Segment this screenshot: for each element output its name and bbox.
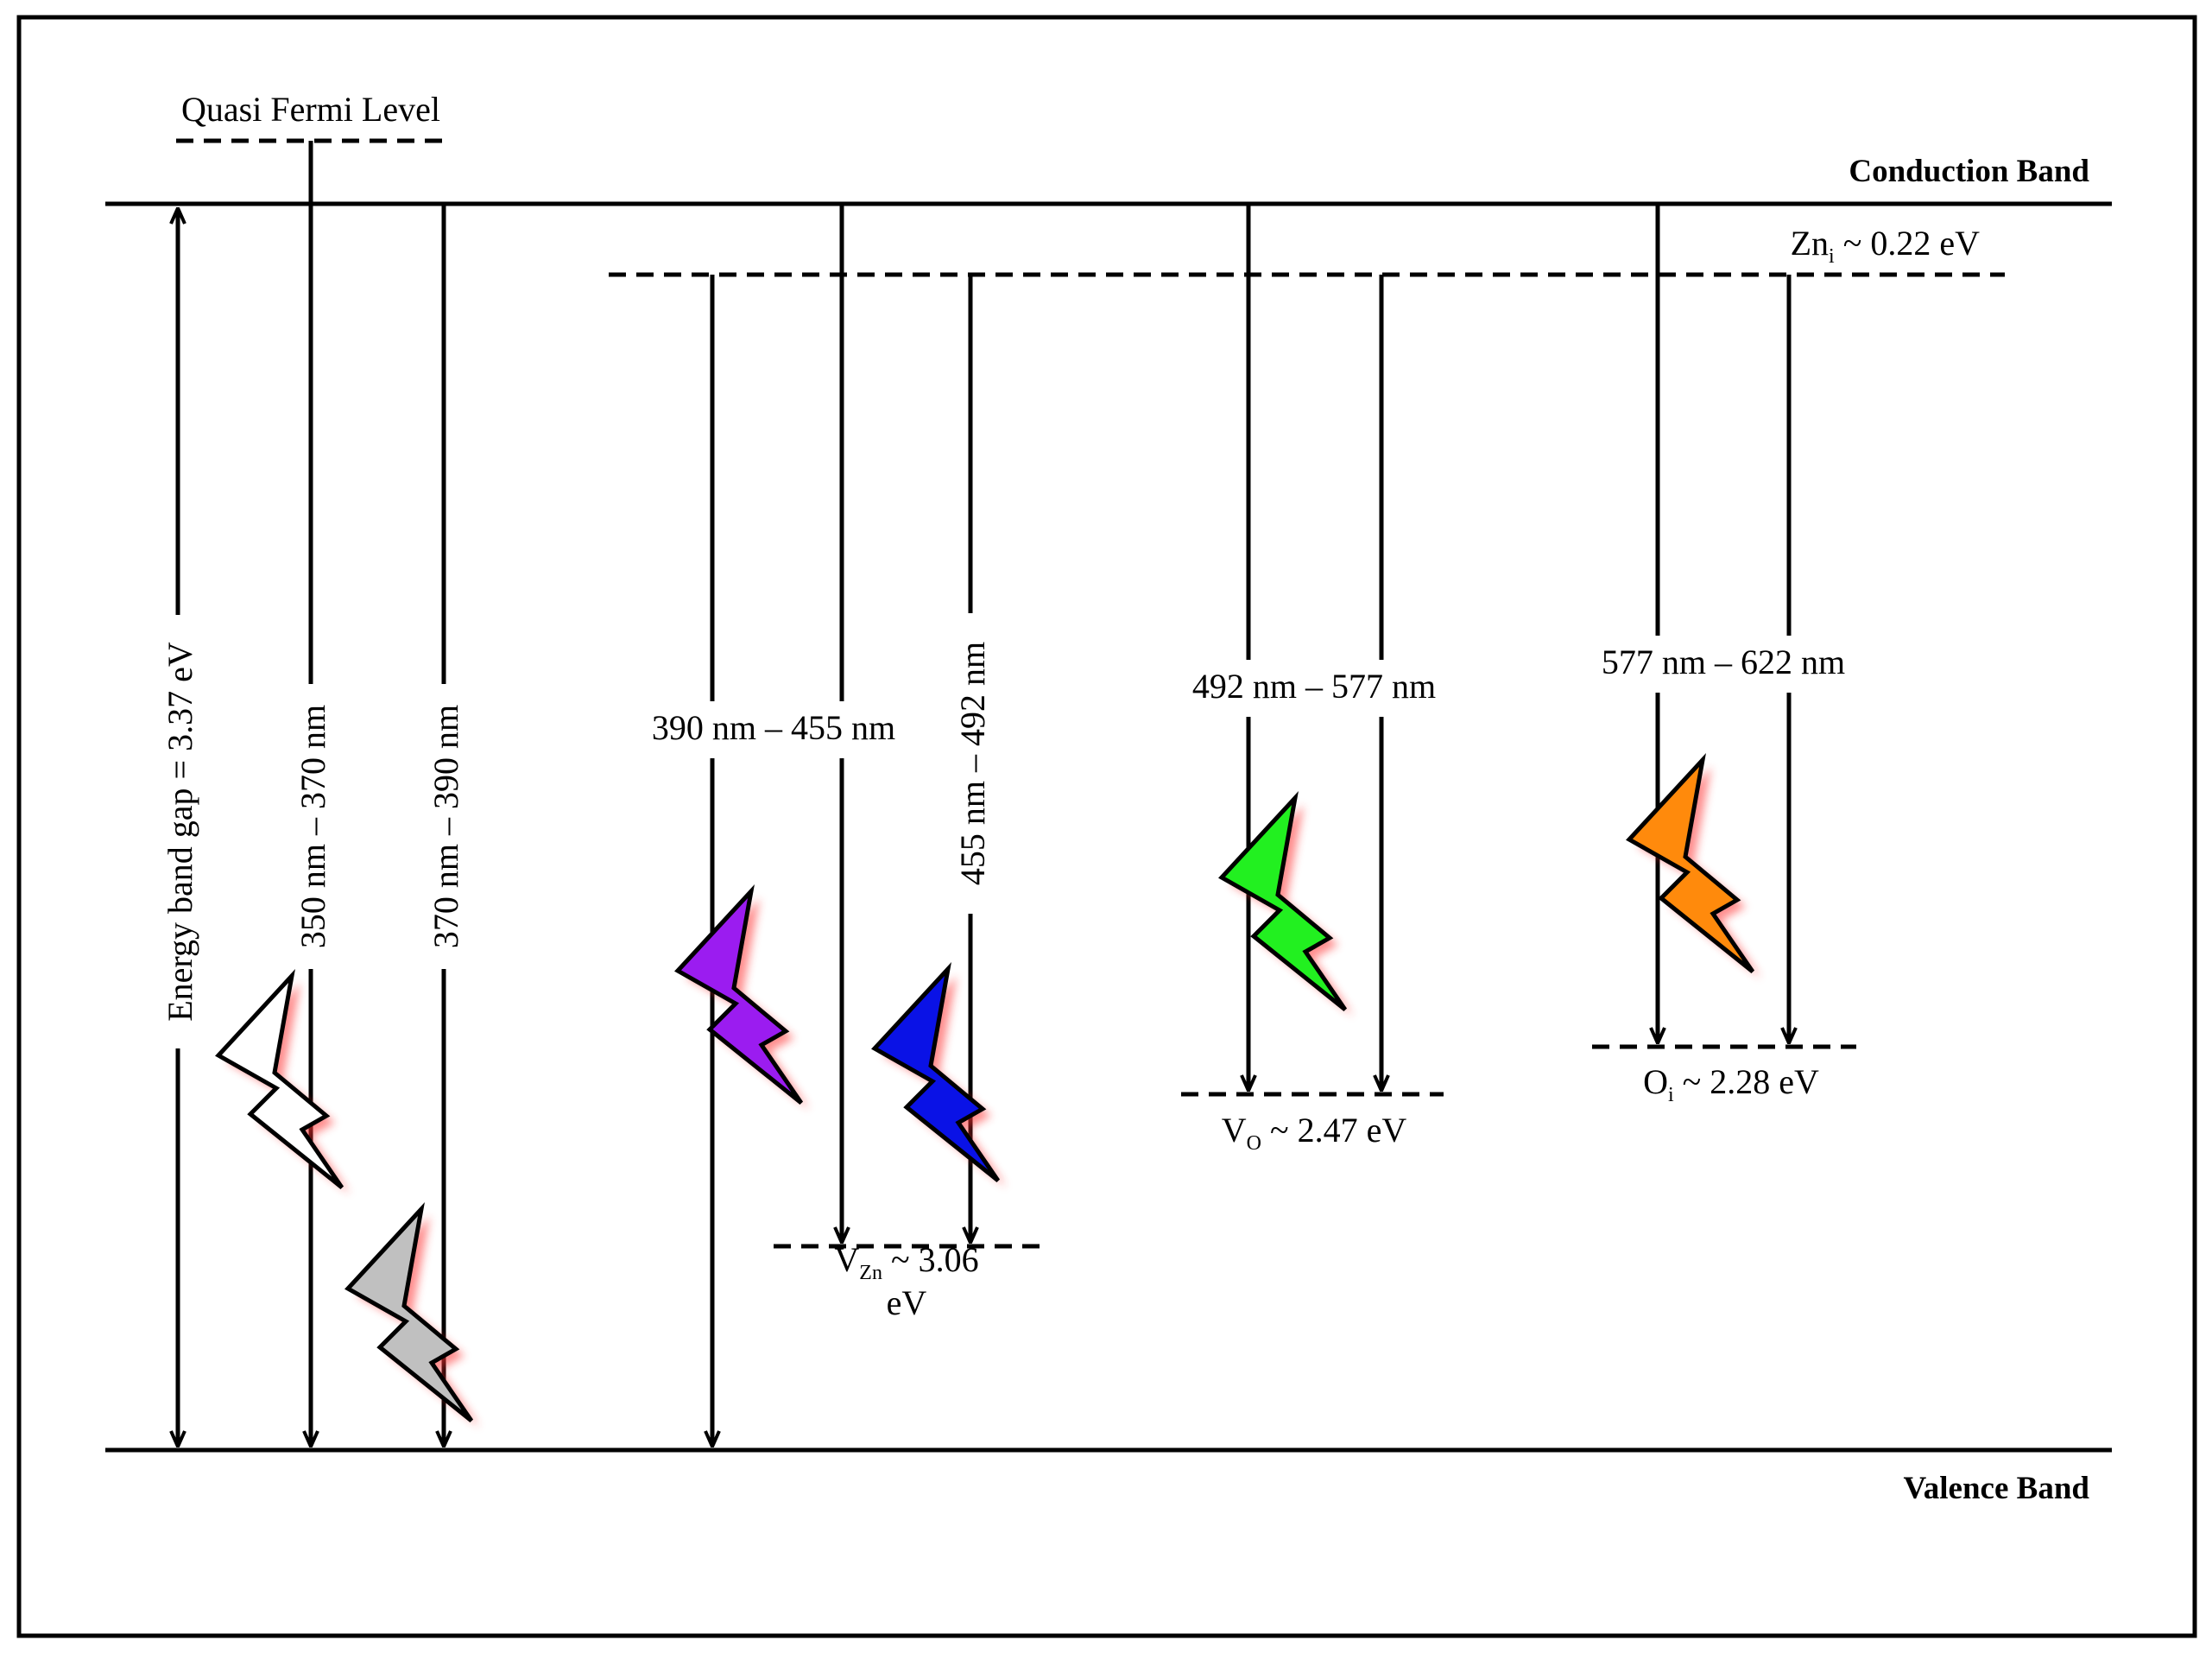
valence-band-label: Valence Band (1903, 1471, 2089, 1506)
quasi-fermi-level-label: Quasi Fermi Level (181, 90, 440, 129)
v-zn-level-label-unit: eV (887, 1283, 927, 1322)
o-i-level-label: Oi ~ 2.28 eV (1643, 1062, 1819, 1106)
lightning-icon-gray (348, 1209, 480, 1428)
lightning-icon-blue (875, 969, 1007, 1188)
transition-label-350-370: 350 nm – 370 nm (294, 705, 332, 948)
transition-label-577-622: 577 nm – 622 nm (1602, 643, 1845, 681)
transition-label-370-390: 370 nm – 390 nm (427, 705, 465, 948)
lightning-icon-violet (678, 891, 810, 1110)
zn-i-level-label: Zni ~ 0.22 eV (1791, 224, 1981, 268)
v-o-level-label: VO ~ 2.47 eV (1222, 1111, 1407, 1155)
transition-label-455-492: 455 nm – 492 nm (953, 642, 992, 885)
lightning-icon-orange (1629, 760, 1761, 978)
transition-label-492-577: 492 nm – 577 nm (1192, 667, 1436, 706)
band-gap-label: Energy band gap = 3.37 eV (161, 642, 199, 1022)
conduction-band-label: Conduction Band (1849, 154, 2089, 189)
lightning-icon-white (218, 976, 351, 1194)
v-zn-level-label: VZn ~ 3.06 (834, 1240, 978, 1284)
transition-label-390-455: 390 nm – 455 nm (652, 708, 895, 747)
lightning-icon-green (1222, 798, 1354, 1016)
diagram-frame (16, 15, 2197, 1638)
